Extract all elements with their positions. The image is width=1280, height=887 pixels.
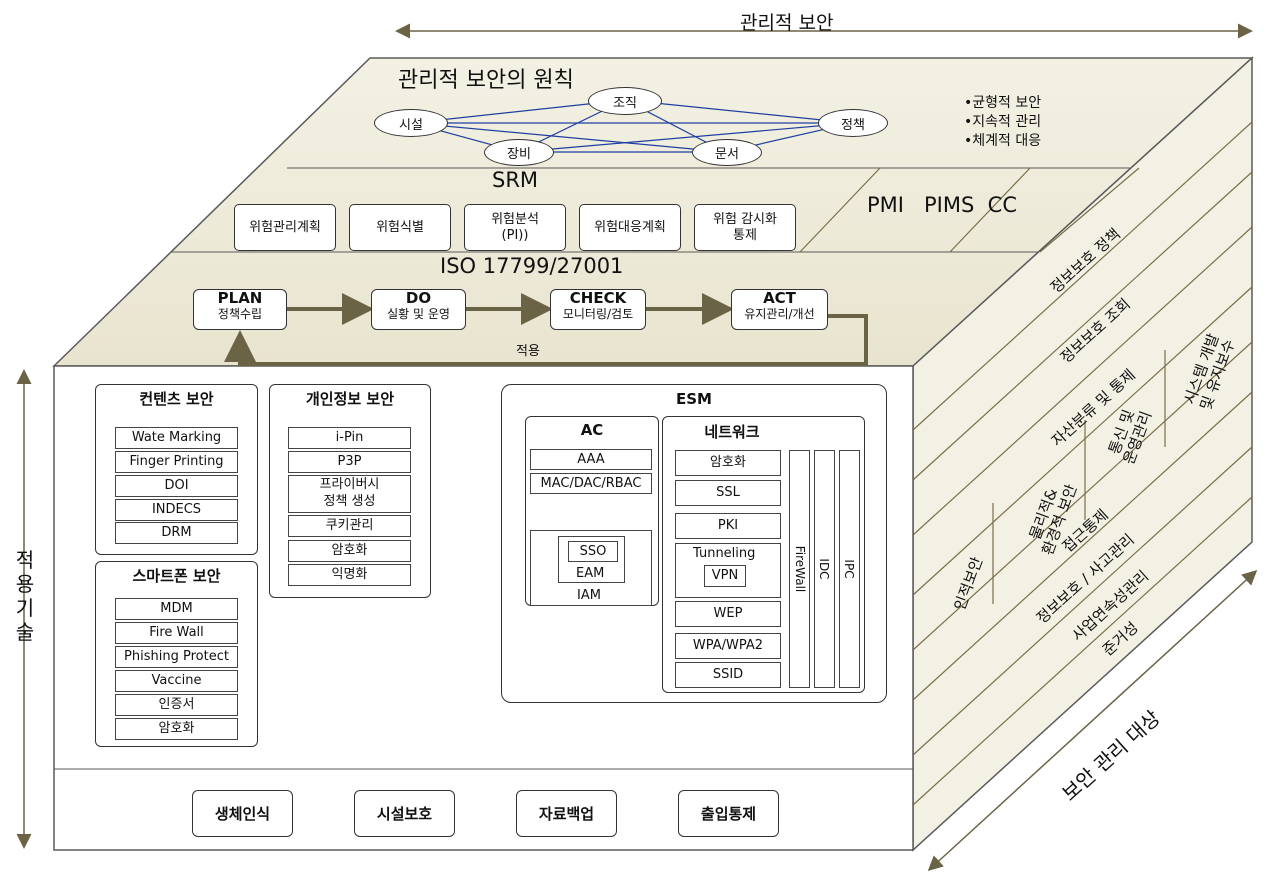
contents-item-watermark: Wate Marking: [115, 427, 238, 449]
network-item-ssl: SSL: [675, 480, 781, 506]
step-do-sub: 실황 및 운영: [387, 307, 450, 321]
smartphone-item-encryption: 암호화: [115, 718, 238, 740]
srm-title: SRM: [492, 168, 539, 192]
idc-column: [814, 450, 835, 688]
step-do: DO 실황 및 운영: [371, 289, 466, 330]
ipc-column: [839, 450, 860, 688]
principle-node-equipment: 장비: [484, 139, 554, 166]
bullet-continuous: •지속적 관리: [964, 114, 1042, 130]
data-backup-box: 자료백업: [516, 790, 617, 837]
privacy-item-anonymize: 익명화: [288, 564, 411, 586]
privacy-item-cookie: 쿠키관리: [288, 515, 411, 537]
privacy-security-title: 개인정보 보안: [305, 390, 395, 408]
srm-risk-monitor: 위험 감시화 통제: [694, 204, 796, 251]
srm-risk-plan: 위험관리계획: [234, 204, 336, 251]
step-do-head: DO: [405, 289, 432, 307]
step-act: ACT 유지관리/개선: [731, 289, 828, 330]
smartphone-item-mdm: MDM: [115, 598, 238, 620]
smartphone-item-vaccine: Vaccine: [115, 670, 238, 692]
ac-item-mac: MAC/DAC/RBAC: [530, 473, 652, 494]
principle-node-document: 문서: [692, 139, 762, 166]
network-item-wpa: WPA/WPA2: [675, 633, 781, 659]
smartphone-item-certificate: 인증서: [115, 694, 238, 716]
srm-risk-response: 위험대응계획: [579, 204, 681, 251]
idc-label: IDC: [817, 558, 831, 580]
ac-title: AC: [580, 421, 604, 439]
step-plan: PLAN 정책수립: [193, 289, 287, 330]
principle-node-org: 조직: [588, 87, 662, 115]
privacy-item-encryption: 암호화: [288, 540, 411, 562]
firewall-label: FireWall: [793, 545, 807, 593]
iam-label: IAM: [577, 588, 601, 603]
step-check-sub: 모니터링/검토: [562, 307, 634, 321]
contents-item-fingerprint: Finger Printing: [115, 451, 238, 473]
smartphone-item-phishing: Phishing Protect: [115, 646, 238, 668]
contents-item-doi: DOI: [115, 475, 238, 497]
contents-security-title: 컨텐츠 보안: [139, 390, 214, 408]
privacy-item-ipin: i-Pin: [288, 427, 411, 449]
step-check-head: CHECK: [569, 289, 627, 307]
principles-title: 관리적 보안의 원칙: [398, 68, 574, 93]
firewall-column: [789, 450, 810, 688]
principles-bullets: •균형적 보안 •지속적 관리 •체계적 대응: [964, 94, 1041, 151]
srm-risk-identify: 위험식별: [349, 204, 451, 251]
step-act-sub: 유지관리/개선: [744, 307, 815, 321]
privacy-item-p3p: P3P: [288, 451, 411, 473]
standards-label: PMI PIMS CC: [867, 193, 1017, 217]
srm-risk-analysis: 위험분석 (PI)): [464, 204, 566, 251]
biometrics-box: 생체인식: [192, 790, 293, 837]
eam-label: EAM: [576, 566, 605, 581]
network-item-wep: WEP: [675, 601, 781, 627]
sso-box: SSO: [568, 541, 618, 562]
iso-title: ISO 17799/27001: [440, 254, 624, 278]
principle-node-facility: 시설: [374, 109, 448, 137]
step-plan-head: PLAN: [217, 289, 263, 307]
principle-node-policy: 정책: [818, 109, 888, 137]
facility-protection-box: 시설보호: [354, 790, 455, 837]
step-plan-sub: 정책수립: [217, 307, 263, 321]
access-control-box: 출입통제: [678, 790, 779, 837]
network-item-ssid: SSID: [675, 662, 781, 688]
feedback-label: 적용: [516, 344, 540, 359]
smartphone-security-title: 스마트폰 보안: [132, 567, 221, 585]
esm-title: ESM: [676, 390, 712, 408]
vpn-box: VPN: [704, 565, 746, 587]
ipc-label: IPC: [842, 559, 856, 579]
privacy-item-policy: 프라이버시 정책 생성: [288, 475, 411, 513]
contents-item-drm: DRM: [115, 522, 238, 544]
applied-tech-label: 적용기술: [15, 548, 35, 644]
step-act-head: ACT: [763, 289, 796, 307]
ac-item-aaa: AAA: [530, 449, 652, 470]
network-title: 네트워크: [704, 423, 760, 441]
top-dimension-label: 관리적 보안: [740, 12, 834, 34]
tunneling-label: Tunneling: [693, 546, 756, 561]
network-item-encryption: 암호화: [675, 450, 781, 476]
network-item-pki: PKI: [675, 513, 781, 539]
bullet-balanced: •균형적 보안: [964, 95, 1042, 111]
contents-item-indecs: INDECS: [115, 499, 238, 521]
step-check: CHECK 모니터링/검토: [550, 289, 646, 330]
bullet-systematic: •체계적 대응: [964, 133, 1042, 149]
smartphone-item-firewall: Fire Wall: [115, 622, 238, 644]
